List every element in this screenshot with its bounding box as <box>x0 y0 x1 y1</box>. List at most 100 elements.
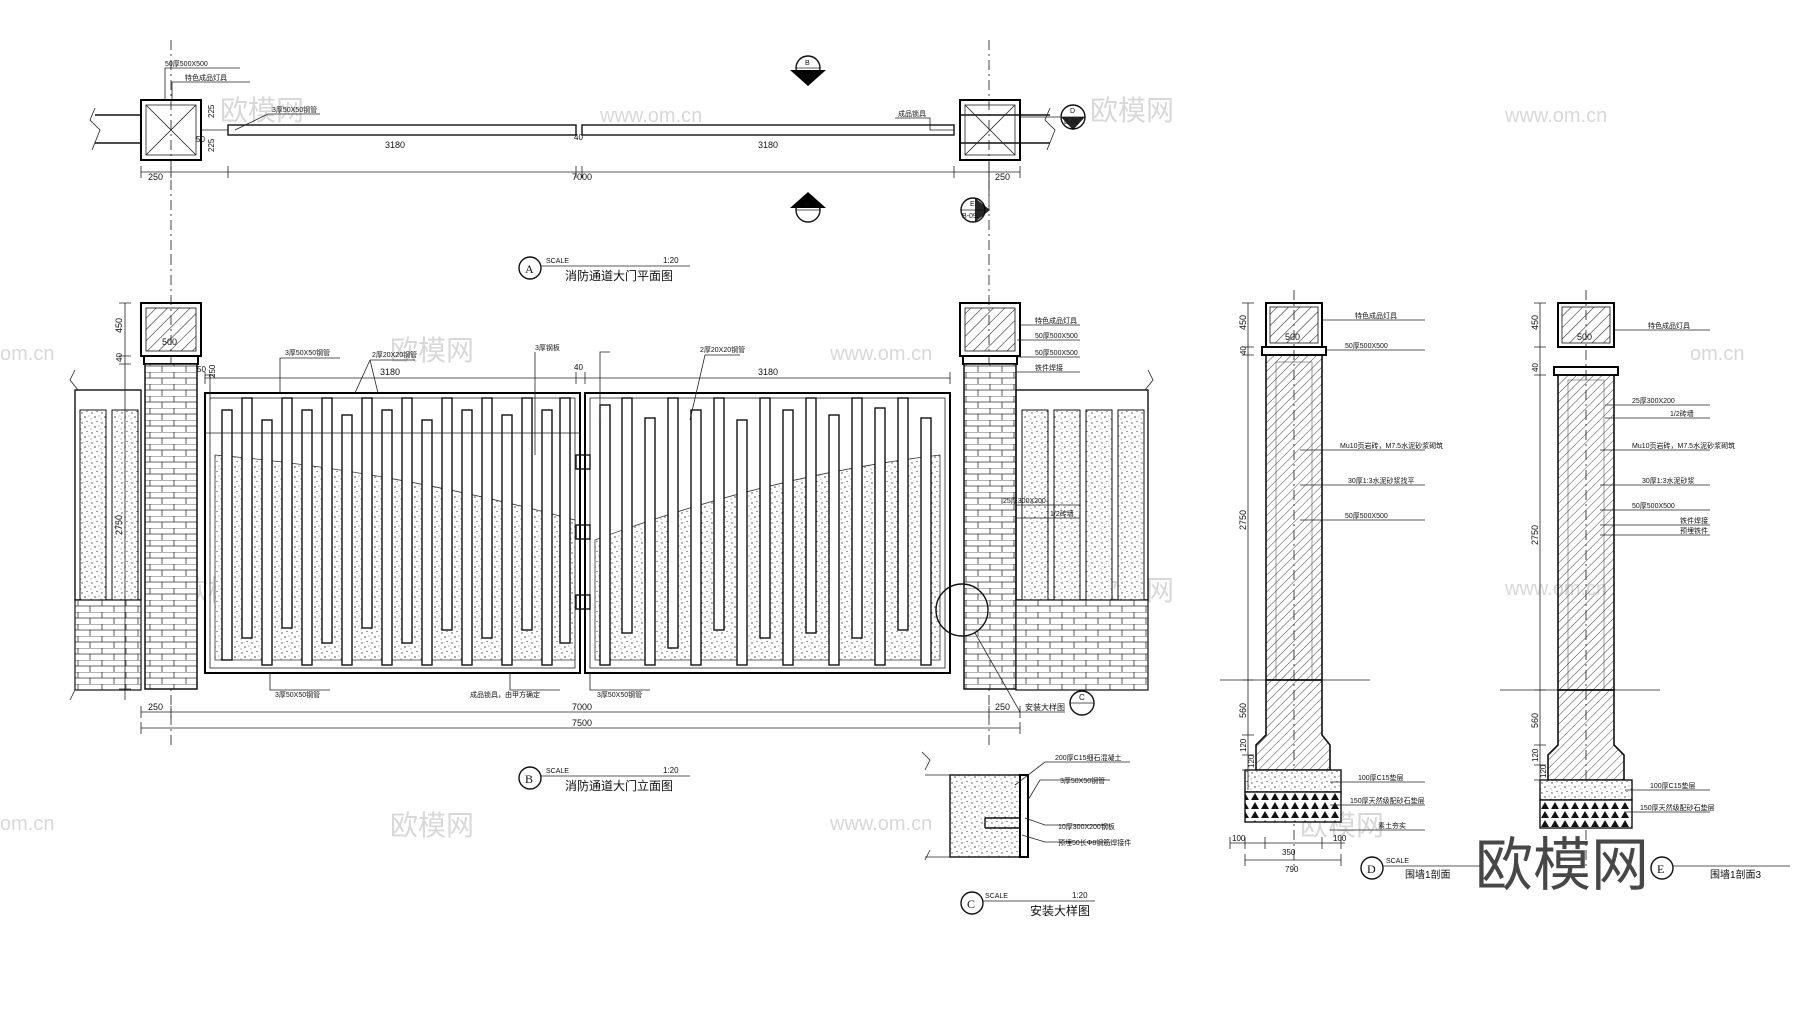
plan-view-a: 250 250 7000 3180 3180 40 225 225 50 50厚… <box>89 40 1086 283</box>
dim-text: 3180 <box>758 140 778 150</box>
note-label: 150厚天然级配砂石垫层 <box>1350 796 1425 805</box>
marker-letter: E <box>970 201 975 208</box>
note-label: 30厚1:3水泥砂浆 <box>1642 476 1695 485</box>
elevation-view-b: 450 40 2750 500 50 250 3180 3180 40 250 … <box>69 255 1154 793</box>
scale-word: SCALE <box>1386 858 1409 865</box>
dim-text: 560 <box>1238 703 1248 718</box>
leader-line <box>1016 324 1080 519</box>
dim-text: 40 <box>115 353 124 362</box>
note-label: 2厚20X20钢管 <box>700 345 745 354</box>
cushion-d <box>1244 769 1342 793</box>
pier-left-elev <box>144 363 198 690</box>
gate-leaf-left-plan <box>227 124 577 136</box>
scale-value: 1:20 <box>1072 891 1088 900</box>
break-line <box>89 107 101 151</box>
break-line <box>1044 107 1056 151</box>
dim-text: 2750 <box>1530 525 1540 545</box>
dimension-line <box>140 706 1021 718</box>
marker-letter: B <box>805 202 810 209</box>
scale-word: SCALE <box>546 768 569 775</box>
concrete-block <box>949 774 1021 858</box>
pier-right-inner <box>964 104 1016 156</box>
watermark: om.cn <box>1690 343 1744 365</box>
view-letter: A <box>525 262 534 276</box>
view-title-c: C SCALE 1:20 安装大样图 <box>960 891 1095 918</box>
note-label: 3厚50X50钢管 <box>275 690 320 699</box>
view-title: 消防通道大门平面图 <box>565 268 673 283</box>
note-label: 特色成品灯具 <box>1355 311 1397 320</box>
dim-text: 250 <box>148 172 163 182</box>
note-label: 50厚500X500 <box>1632 502 1675 510</box>
dim-text: 40 <box>1239 346 1248 355</box>
note-label: 成品锁具 <box>898 109 926 118</box>
note-label: 50厚500X500 <box>1345 512 1388 520</box>
dim-text: 350 <box>1282 848 1296 857</box>
view-letter: E <box>1657 862 1664 876</box>
gate-hinges <box>575 454 591 610</box>
scale-word: SCALE <box>985 893 1008 900</box>
view-letter: D <box>1367 862 1376 876</box>
note-label: 2厚20X20钢管 <box>372 350 417 359</box>
dim-text: 7000 <box>572 702 592 712</box>
dimension-line <box>1242 302 1254 790</box>
note-label: 150厚天然级配砂石垫层 <box>1640 803 1715 812</box>
steel-plate <box>1019 774 1029 858</box>
dim-text: 40 <box>574 363 583 372</box>
note-label: 3厚钢板 <box>535 343 560 352</box>
marker-ref: B-09 <box>1064 119 1079 126</box>
note-label: 50厚500X500 <box>1345 342 1388 350</box>
watermark: om.cn <box>0 343 54 365</box>
scale-value: 1:20 <box>663 256 679 265</box>
dim-text: 120 <box>1239 738 1248 752</box>
dim-text: 250 <box>995 702 1010 712</box>
section-marker-e: E B-09 <box>960 162 990 223</box>
dim-text: 560 <box>1530 713 1540 728</box>
view-title: 围墙1剖面 <box>1405 868 1451 881</box>
watermark: www.om.cn <box>1504 105 1607 127</box>
dimension-line <box>140 722 1021 734</box>
view-letter: C <box>967 897 975 911</box>
detail-callout-circle <box>935 583 989 637</box>
note-label: 10厚300X200钢板 <box>1058 822 1115 831</box>
note-label: 50厚500X500 <box>165 60 208 68</box>
pier-right-elev <box>963 363 1017 690</box>
marker-letter: D <box>1070 108 1075 115</box>
watermark: www.om.cn <box>829 813 932 835</box>
outline-line <box>925 774 950 858</box>
gravel-d <box>1244 791 1342 823</box>
gate-leaf-left-elev <box>204 392 581 674</box>
note-label: 1/2砖墙 <box>1050 509 1074 518</box>
gate-bars-right <box>599 397 932 666</box>
note-label: 200厚C15细石混凝土 <box>1055 753 1122 762</box>
leader-line <box>279 351 740 455</box>
pier-right-plan <box>959 99 1021 161</box>
pier-cap-right <box>962 355 1018 365</box>
view-title-a: A SCALE 1:20 消防通道大门平面图 <box>518 256 690 283</box>
dim-text: 250 <box>208 364 217 378</box>
marker-letter: B <box>805 60 810 67</box>
view-title: 安装大样图 <box>1030 903 1090 918</box>
watermark: 欧模网 <box>1090 95 1174 126</box>
note-label: 100厚C15垫层 <box>1358 773 1404 782</box>
leader-line <box>1300 319 1425 831</box>
note-label: 30厚1:3水泥砂浆找平 <box>1348 476 1415 485</box>
section-view-d: 450 40 2750 560 120 120 500 100 350 100 … <box>1220 290 1480 881</box>
dim-text: 500 <box>1577 332 1592 342</box>
wall-body-e <box>1557 374 1615 691</box>
note-label: 安装大样图 <box>1025 702 1065 712</box>
note-label: 特色成品灯具 <box>185 73 227 82</box>
section-marker-d: D B-09 <box>1020 104 1086 130</box>
view-title-b: B SCALE 1:20 消防通道大门立面图 <box>518 766 690 793</box>
section-marker-b-bottom: B <box>790 192 826 223</box>
wall-stub <box>95 114 1050 144</box>
dim-text: 7000 <box>572 172 592 182</box>
dim-text: 40 <box>1531 363 1540 372</box>
dim-text: 450 <box>114 318 124 333</box>
dimension-line <box>1244 854 1342 866</box>
lamp-section-e <box>1557 302 1615 348</box>
dim-text: 120 <box>1539 764 1548 778</box>
note-label: 25厚300X200 <box>1632 397 1675 405</box>
dim-text: 2750 <box>1238 510 1248 530</box>
note-label: 预埋50长Φ8钢筋焊接件 <box>1058 838 1131 847</box>
